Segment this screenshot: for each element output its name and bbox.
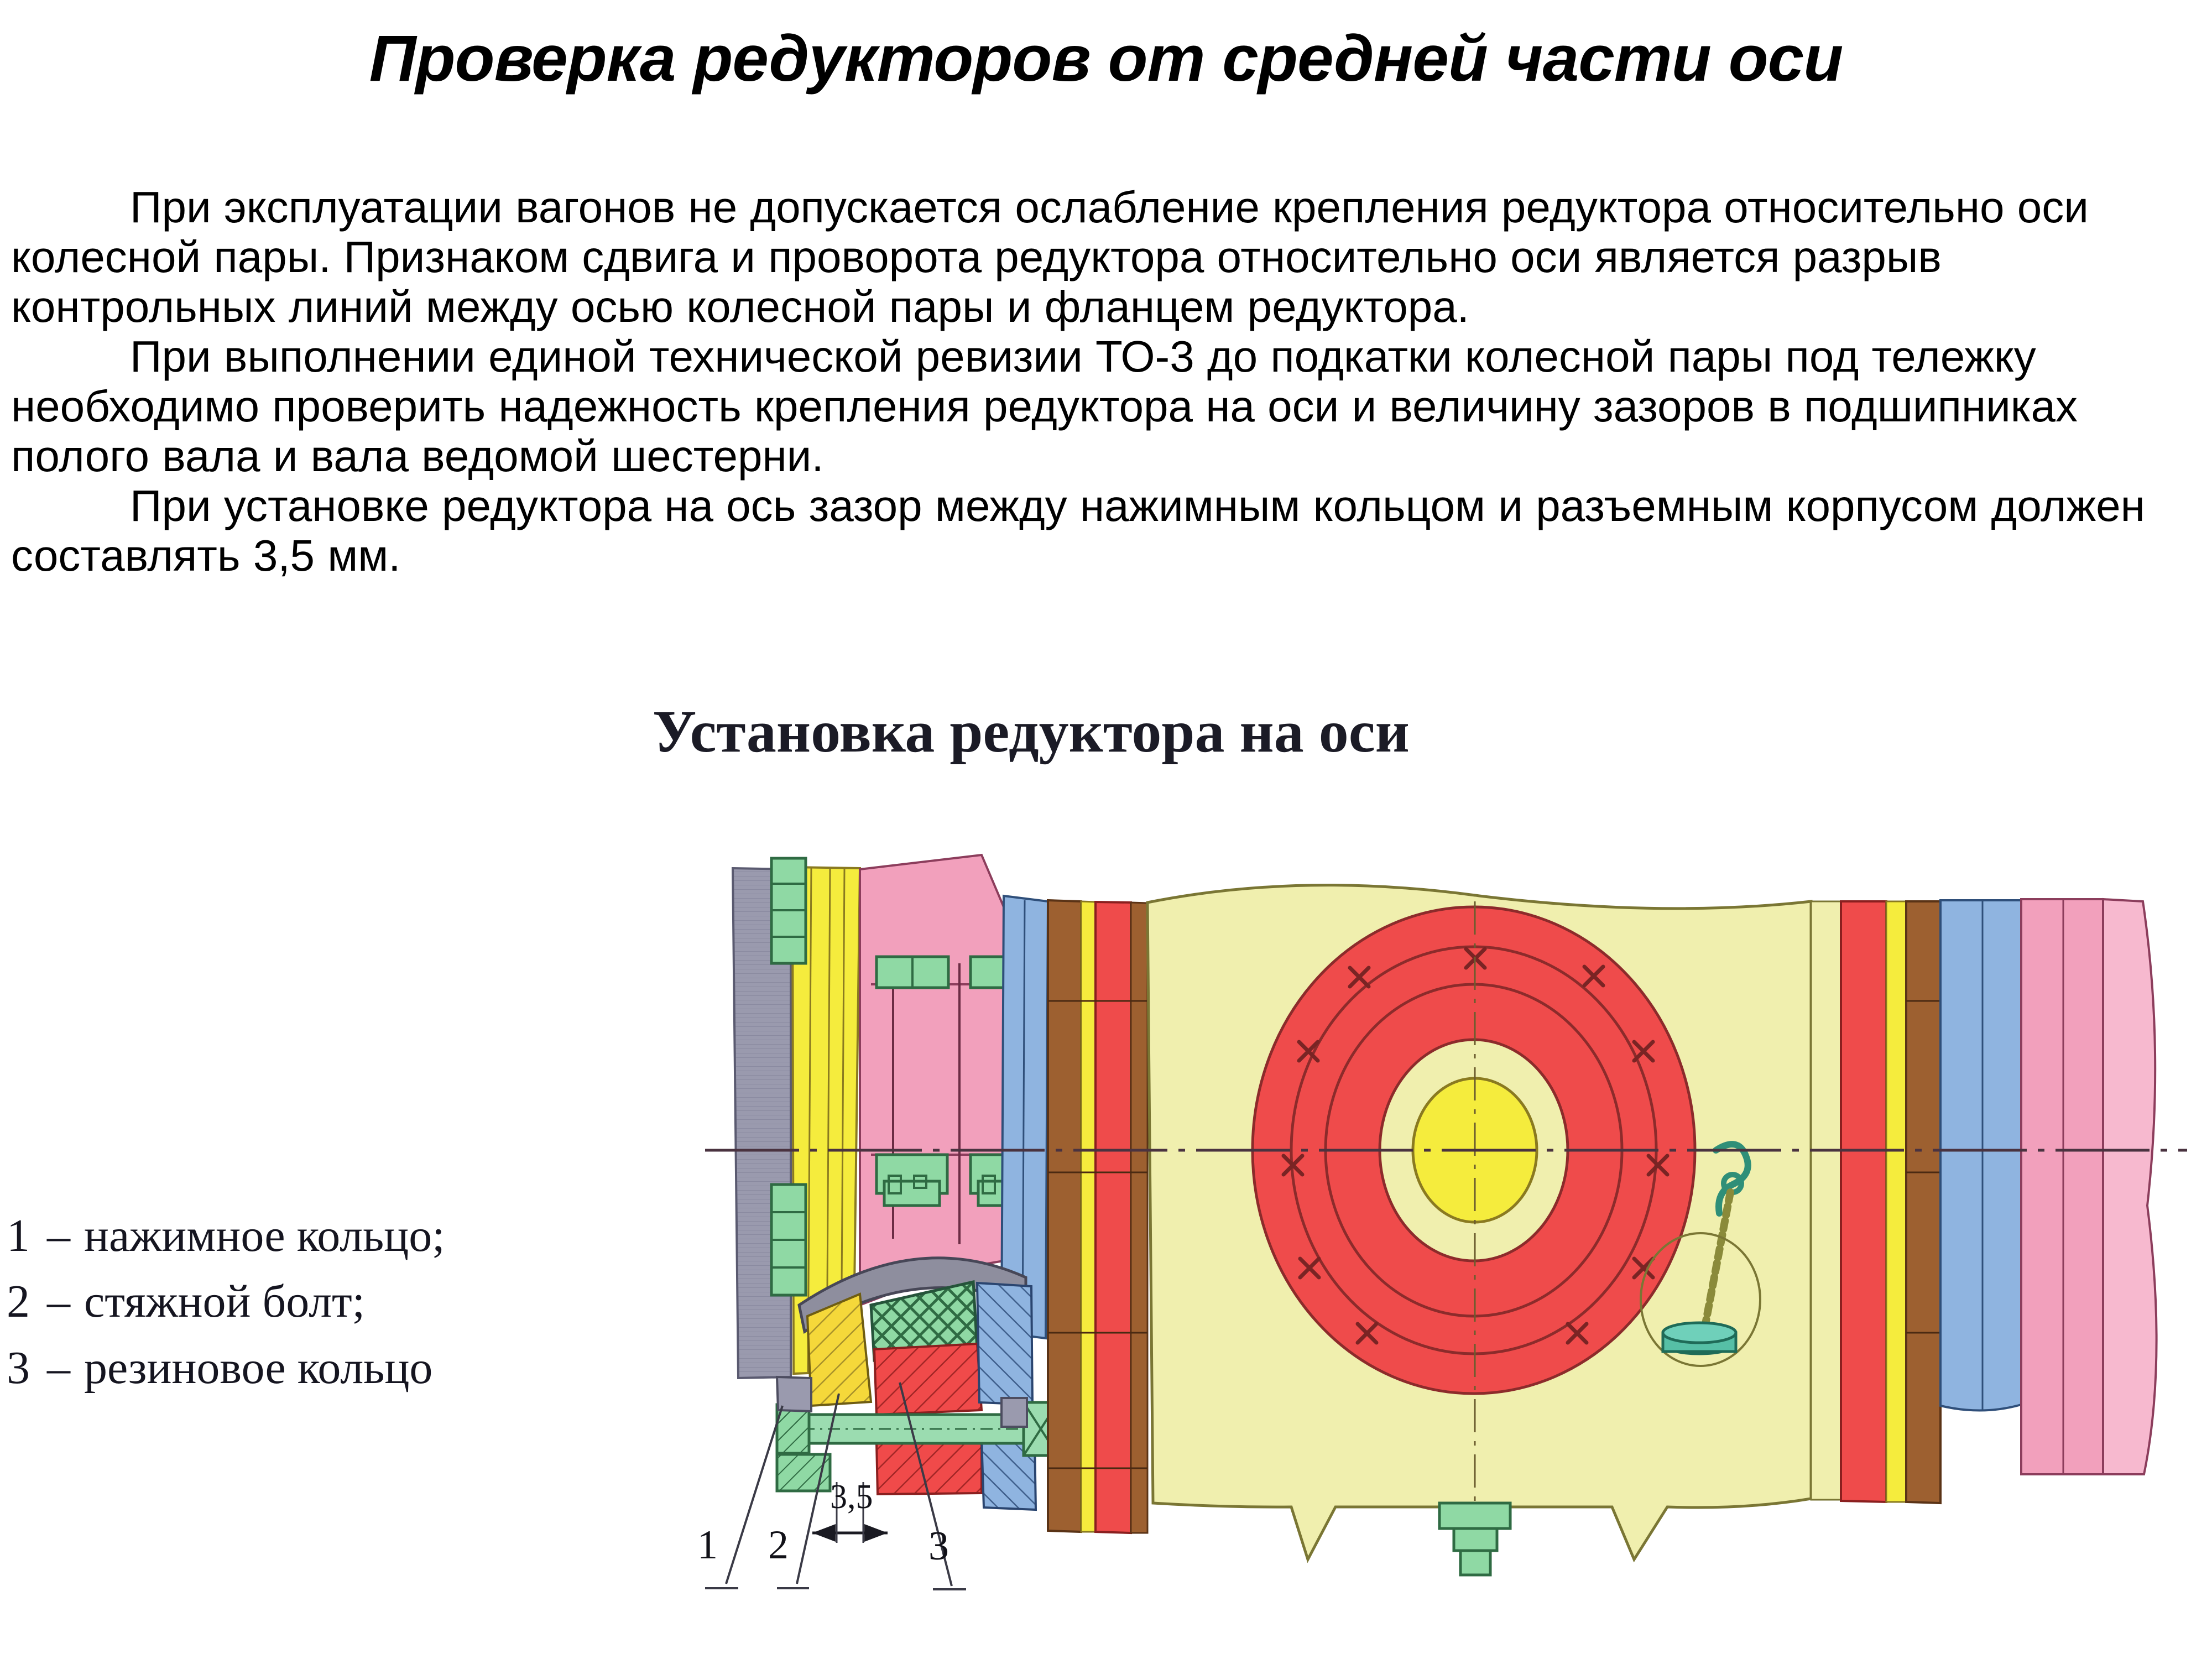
callout-leader-lines xyxy=(705,1382,966,1590)
key-block-bottom-left xyxy=(875,1153,949,1207)
band-brown-left xyxy=(1047,899,1082,1533)
band-right-blue xyxy=(1939,899,2022,1412)
legend-dash: – xyxy=(47,1210,70,1261)
band-brown-right xyxy=(1130,901,1149,1534)
flange-tail-gray xyxy=(775,1375,812,1413)
callout-label-1: 1 xyxy=(697,1522,718,1568)
housing-blue-left xyxy=(1000,894,1050,1340)
page-title: Проверка редукторов от средней части оси xyxy=(369,22,1844,95)
legend-number: 1 xyxy=(7,1210,30,1261)
dimension-label: 3,5 xyxy=(830,1478,873,1516)
dimension-3-5 xyxy=(812,1482,888,1543)
gearbox-cross-section-diagram: 1 2 3 3,5 xyxy=(694,818,2212,1609)
oil-plug-with-chain xyxy=(1640,1141,1761,1367)
leader-line-3 xyxy=(899,1382,953,1587)
spacer-gray xyxy=(1000,1397,1028,1428)
diagram-svg xyxy=(705,853,2187,1590)
legend-label: нажимное кольцо; xyxy=(84,1210,445,1261)
legend-number: 2 xyxy=(7,1276,30,1328)
drain-plug-cap xyxy=(1661,1321,1738,1355)
axle-flange-assembly xyxy=(731,853,1060,1511)
body-text-block: При эксплуатации вагонов не допускается … xyxy=(11,182,2201,581)
callout-label-3: 3 xyxy=(928,1524,949,1569)
plug-chain xyxy=(1700,1188,1734,1337)
paragraph-3: При установке редуктора на ось зазор меж… xyxy=(11,481,2145,580)
legend-number: 3 xyxy=(7,1342,30,1394)
band-right-pale xyxy=(1810,900,1842,1501)
figure-legend: 1 – нажимное кольцо; 2 – стяжной болт; 3… xyxy=(7,1203,445,1401)
band-right-red xyxy=(1840,900,1887,1504)
paragraph-1: При эксплуатации вагонов не допускается … xyxy=(11,182,2089,331)
legend-item-1: 1 – нажимное кольцо; xyxy=(7,1203,445,1269)
bearing-blue-hatched xyxy=(975,1281,1034,1406)
callout-label-2: 2 xyxy=(768,1522,789,1568)
legend-item-2: 2 – стяжной болт; xyxy=(7,1269,445,1334)
leader-line-2 xyxy=(796,1393,840,1584)
legend-dash: – xyxy=(47,1342,70,1394)
center-band-group xyxy=(1047,899,1149,1535)
gearbox-pink-body xyxy=(859,853,1005,1307)
band-right-pink xyxy=(2020,898,2111,1475)
wedge-yellow-hatched xyxy=(806,1292,873,1407)
legend-dash: – xyxy=(47,1276,70,1328)
leader-line-1 xyxy=(725,1405,784,1584)
legend-item-3: 3 – резиновое кольцо xyxy=(7,1335,445,1401)
band-red-center xyxy=(1094,900,1132,1535)
figure-heading: Установка редуктора на оси xyxy=(653,699,1410,765)
legend-label: стяжной болт; xyxy=(84,1276,366,1328)
gear-case-assembly xyxy=(1146,884,2158,1577)
band-right-brown xyxy=(1905,900,1942,1505)
band-yellow-thin xyxy=(1080,900,1097,1533)
band-far-right-pink xyxy=(2102,898,2158,1475)
bottom-drain-plug xyxy=(1438,1501,1512,1577)
flange-bolt-stack-top xyxy=(770,857,807,965)
paragraph-2: При выполнении единой технической ревизи… xyxy=(11,332,2078,481)
flange-bolt-stack-bottom xyxy=(770,1183,807,1297)
seal-red-upper xyxy=(873,1342,983,1416)
seal-red-lower xyxy=(875,1439,983,1496)
band-right-yellow xyxy=(1885,900,1907,1503)
legend-label: резиновое кольцо xyxy=(84,1342,433,1394)
